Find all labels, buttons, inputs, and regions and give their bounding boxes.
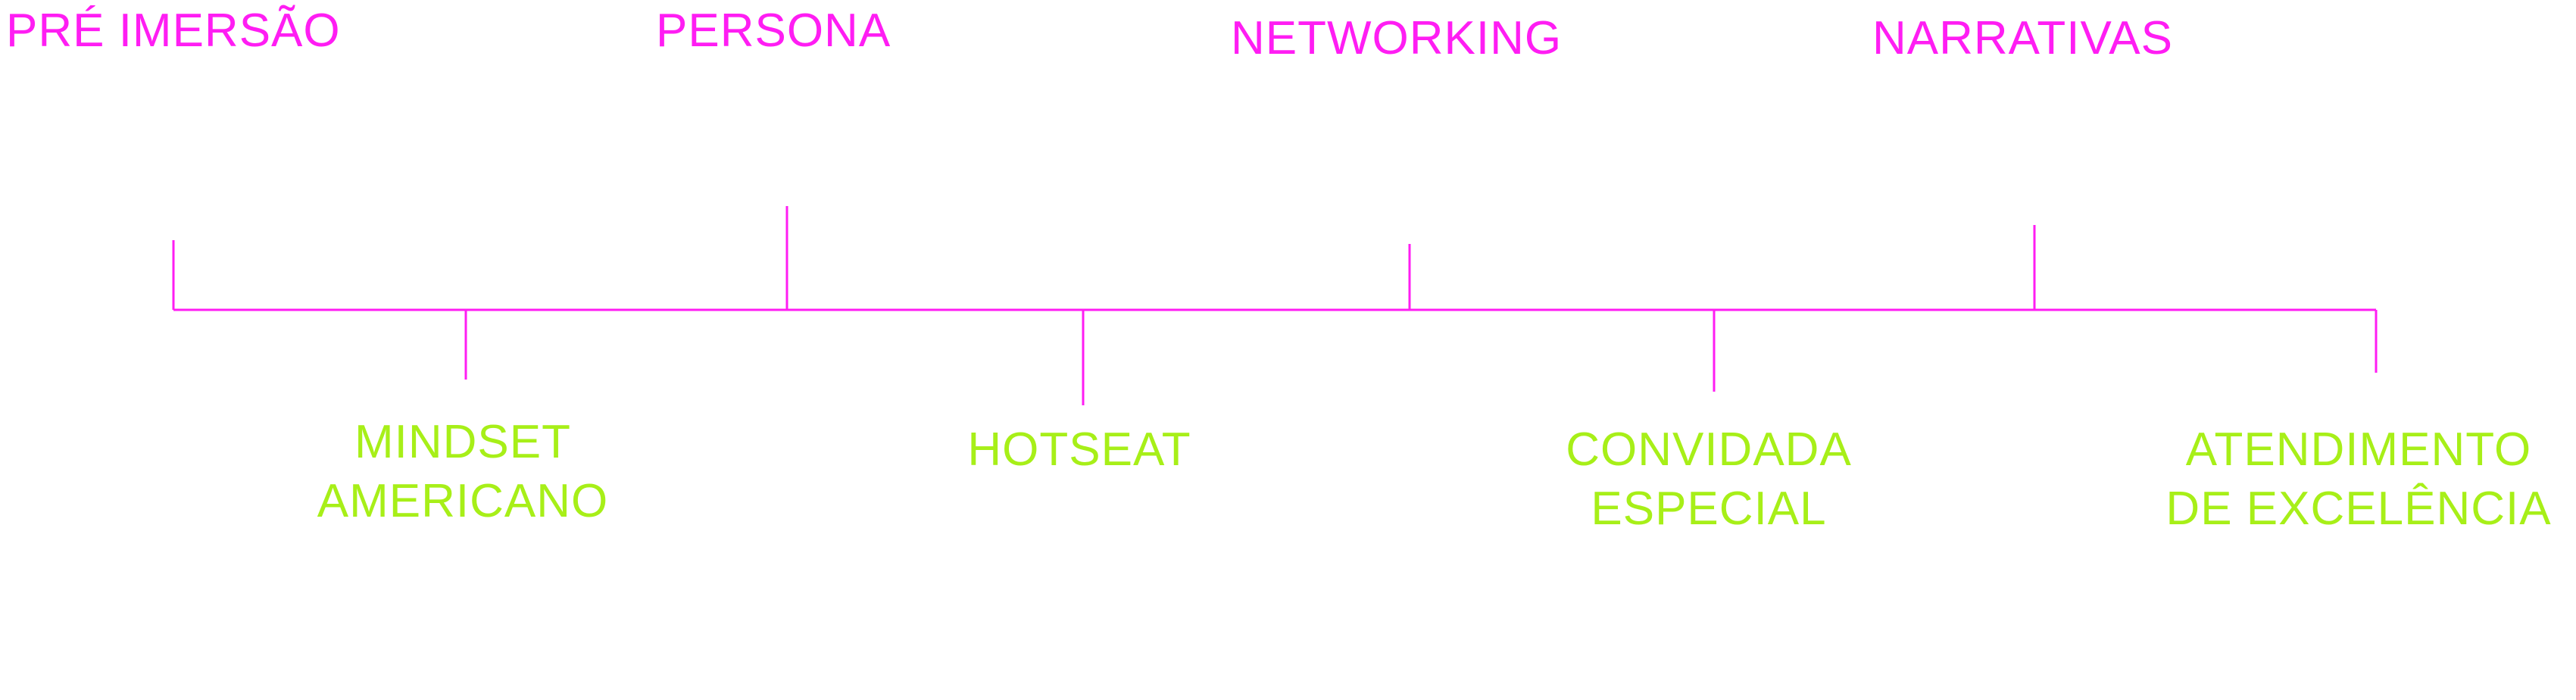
label-persona: PERSONA — [656, 5, 891, 57]
label-networking: NETWORKING — [1231, 12, 1563, 64]
label-pre-imersao: PRÉ IMERSÃO — [6, 5, 341, 57]
label-hotseat: HOTSEAT — [967, 423, 1191, 476]
label-convidada-especial: CONVIDADA ESPECIAL — [1566, 423, 1852, 535]
label-mindset-americano: MINDSET AMERICANO — [317, 416, 609, 527]
label-atendimento-excelencia: ATENDIMENTO DE EXCELÊNCIA — [2165, 423, 2552, 535]
label-narrativas: NARRATIVAS — [1872, 12, 2173, 64]
